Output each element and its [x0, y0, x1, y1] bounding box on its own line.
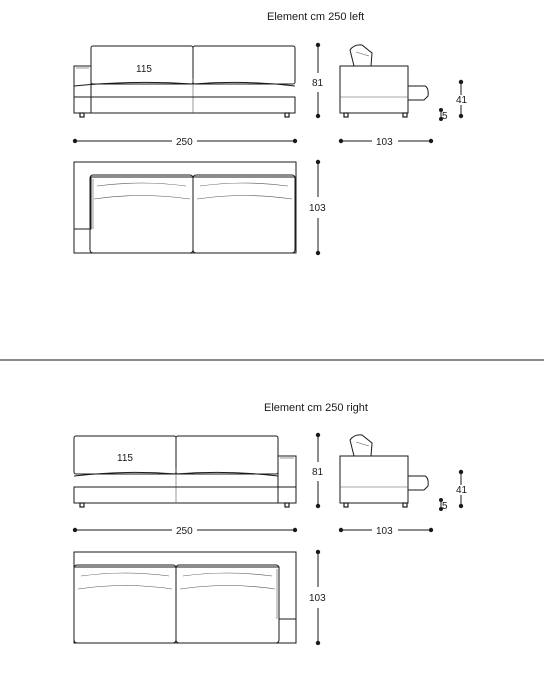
foot-height-label-right: 5 — [442, 501, 448, 512]
section-title-left: Element cm 250 left — [267, 11, 365, 23]
side-view-left — [339, 44, 429, 118]
top-view-left — [73, 161, 297, 254]
width-dimension-right — [72, 527, 298, 533]
seat-height-dimension — [458, 79, 464, 119]
width-dimension — [72, 138, 298, 144]
seat-height-label-right: 41 — [456, 485, 468, 496]
height-dimension — [315, 42, 321, 119]
front-view-left — [73, 45, 296, 118]
seat-width-label: 115 — [136, 64, 152, 75]
width-label: 250 — [176, 137, 193, 148]
depth-dimension — [315, 159, 321, 256]
width-label-right: 250 — [176, 526, 193, 537]
side-view-right — [339, 434, 429, 508]
depth-dimension-right — [315, 549, 321, 646]
height-label: 81 — [312, 78, 324, 89]
height-dimension-right — [315, 432, 321, 509]
seat-width-label-right: 115 — [117, 453, 133, 464]
height-label-right: 81 — [312, 467, 324, 478]
top-view-right — [73, 551, 297, 644]
seat-height-label: 41 — [456, 95, 468, 106]
foot-height-dimension — [439, 108, 443, 121]
section-title-right: Element cm 250 right — [264, 402, 368, 414]
foot-height-label: 5 — [442, 111, 448, 122]
side-depth-label-right: 103 — [376, 526, 393, 537]
depth-label-right: 103 — [309, 593, 326, 604]
side-depth-dimension-right — [338, 527, 434, 533]
seat-height-dimension-right — [458, 469, 464, 509]
side-depth-label: 103 — [376, 137, 393, 148]
side-depth-dimension — [338, 138, 434, 144]
front-view-right — [73, 435, 297, 508]
depth-label: 103 — [309, 203, 326, 214]
foot-height-dimension-right — [439, 498, 443, 511]
